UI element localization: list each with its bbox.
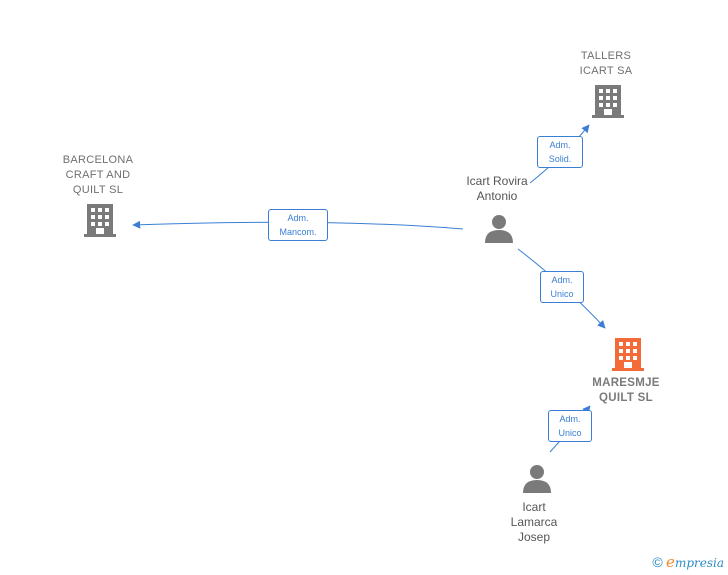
company-name-line: MARESMJE [592, 377, 660, 389]
person-label-lamarca[interactable]: Icart Lamarca Josep [494, 500, 574, 545]
person-icon[interactable] [522, 464, 552, 494]
edge-label-line: Adm. [551, 275, 573, 285]
person-name-line: Icart Rovira [466, 174, 528, 188]
company-label-barcelona[interactable]: BARCELONA CRAFT AND QUILT SL [50, 153, 146, 198]
brand-watermark: © empresia [652, 553, 724, 571]
company-name-line: QUILT SL [599, 392, 653, 404]
edge-label-line: Adm. [287, 213, 309, 223]
edge-label-line: Adm. [549, 140, 571, 150]
edge-label-line: Solid. [548, 154, 572, 164]
person-name-line: Icart [522, 500, 546, 514]
company-name-line: TALLERS [580, 50, 632, 62]
brand-initial: e [666, 553, 675, 571]
edge-label-line: Unico [550, 289, 574, 299]
company-name-line: QUILT SL [72, 184, 124, 196]
company-name-line: ICART SA [579, 65, 633, 77]
edge-label-line: Adm. [559, 414, 581, 424]
person-icon[interactable] [484, 214, 514, 244]
person-label-rovira[interactable]: Icart Rovira Antonio [452, 174, 542, 204]
building-icon-focus[interactable] [612, 338, 644, 372]
building-icon[interactable] [592, 85, 624, 119]
edge-label-unico[interactable]: Adm. Unico [540, 271, 584, 303]
brand-name: mpresia [674, 556, 724, 570]
person-name-line: Josep [517, 530, 551, 544]
person-name-line: Lamarca [510, 515, 558, 529]
company-name-line: CRAFT AND [65, 169, 131, 181]
company-label-tallers[interactable]: TALLERS ICART SA [565, 49, 647, 79]
person-name-line: Antonio [476, 189, 518, 203]
edge-label-line: Mancom. [279, 227, 317, 237]
building-icon[interactable] [84, 204, 116, 238]
company-name-line: BARCELONA [62, 154, 134, 166]
edge-label-unico[interactable]: Adm. Unico [548, 410, 592, 442]
copyright-icon: © [652, 554, 663, 570]
edge-label-line: Unico [558, 428, 582, 438]
company-label-maresmje[interactable]: MARESMJE QUILT SL [580, 376, 672, 406]
edge-label-solid[interactable]: Adm. Solid. [537, 136, 583, 168]
edge-label-mancom[interactable]: Adm. Mancom. [268, 209, 328, 241]
